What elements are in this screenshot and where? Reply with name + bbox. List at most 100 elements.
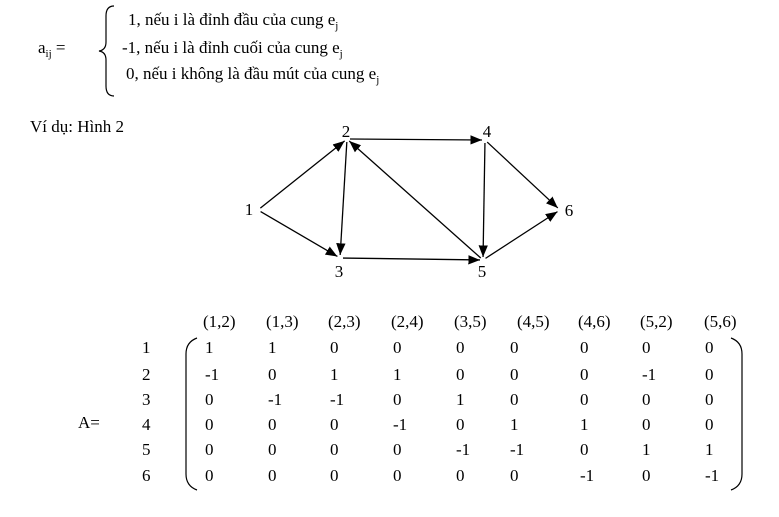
row-label: 5: [142, 440, 151, 459]
matrix-cell: 0: [393, 390, 402, 409]
matrix-cell: 1: [456, 390, 465, 409]
matrix-name: A=: [78, 413, 100, 432]
matrix-cell: 0: [705, 390, 714, 409]
matrix-left-bracket: [185, 337, 198, 491]
edge-1-2: [259, 140, 346, 209]
matrix-cell: 0: [268, 365, 277, 384]
matrix-cell: -1: [205, 365, 220, 384]
matrix-cell: 1: [268, 338, 277, 357]
matrix-cell: 1: [580, 415, 589, 434]
edge-5-2: [348, 140, 482, 259]
matrix-cell: 0: [393, 466, 402, 485]
matrix-cell: -1: [580, 466, 595, 485]
edge-5-6: [485, 211, 558, 259]
node-label-4: 4: [483, 122, 492, 141]
node-label-3: 3: [335, 262, 344, 281]
graph-edges: [259, 135, 559, 265]
matrix-cell: 0: [510, 390, 519, 409]
matrix-cell: 0: [268, 415, 277, 434]
matrix-cell: 0: [205, 440, 214, 459]
matrix-cell: 0: [580, 390, 589, 409]
edge-2-3: [336, 141, 348, 256]
graph-node-labels: 1 2 3 4 5 6: [245, 122, 574, 281]
edge-4-5: [478, 142, 488, 258]
matrix-cell: 0: [456, 365, 465, 384]
column-header: (4,5): [517, 312, 550, 331]
matrix-cell: 0: [642, 338, 651, 357]
matrix-cell: 0: [268, 466, 277, 485]
matrix-cell: 0: [205, 466, 214, 485]
case-2-text: -1, nếu i là đỉnh cuối của cung e: [122, 38, 340, 57]
matrix-cell: -1: [510, 440, 525, 459]
row-label: 4: [142, 415, 151, 434]
column-header: (3,5): [454, 312, 487, 331]
matrix-cell: 0: [205, 390, 214, 409]
matrix-right-bracket: [730, 337, 743, 491]
aij-equals: =: [51, 38, 66, 57]
matrix-cell: 1: [642, 440, 651, 459]
matrix-cell: 0: [330, 440, 339, 459]
matrix-cell: -1: [268, 390, 283, 409]
node-label-5: 5: [478, 262, 487, 281]
matrix-cell: 0: [510, 338, 519, 357]
case-3-sub: j: [376, 74, 380, 86]
matrix-cell: 0: [393, 338, 402, 357]
row-label: 1: [142, 338, 151, 357]
matrix-cell: 1: [205, 338, 214, 357]
column-header: (5,2): [640, 312, 673, 331]
definition-case-1: 1, nếu i là đỉnh đầu của cung ej: [128, 10, 338, 36]
aij-subscript: ij: [45, 48, 52, 60]
column-header: (5,6): [704, 312, 737, 331]
edge-4-6: [486, 141, 559, 209]
row-label: 2: [142, 365, 151, 384]
matrix-cell: 1: [510, 415, 519, 434]
matrix-cell: 0: [642, 390, 651, 409]
edge-2-4: [349, 135, 483, 145]
aij-symbol: aij =: [38, 38, 66, 64]
column-header: (1,2): [203, 312, 236, 331]
example-label: Ví dụ: Hình 2: [30, 117, 124, 136]
matrix-cell: 0: [705, 338, 714, 357]
matrix-cell: 0: [330, 415, 339, 434]
node-label-6: 6: [565, 201, 574, 220]
left-curly-brace: [98, 5, 115, 97]
column-header: (1,3): [266, 312, 299, 331]
matrix-cell: -1: [393, 415, 408, 434]
case-1-sub: j: [335, 20, 339, 32]
column-header: (2,3): [328, 312, 361, 331]
row-label: 3: [142, 390, 151, 409]
matrix-cell: 1: [393, 365, 402, 384]
matrix-cell: 0: [268, 440, 277, 459]
matrix-cell: 0: [580, 365, 589, 384]
case-3-text: 0, nếu i không là đầu mút của cung e: [126, 64, 377, 83]
matrix-cell: 0: [205, 415, 214, 434]
matrix-cell: 0: [642, 466, 651, 485]
column-header: (2,4): [391, 312, 424, 331]
matrix-cell: 0: [456, 466, 465, 485]
case-2-sub: j: [339, 48, 343, 60]
matrix-cell: 0: [330, 338, 339, 357]
matrix-cell: 0: [330, 466, 339, 485]
matrix-cell: 0: [580, 440, 589, 459]
edge-1-3: [260, 210, 338, 258]
node-label-1: 1: [245, 200, 254, 219]
matrix-cell: 0: [705, 365, 714, 384]
matrix-cell: -1: [642, 365, 657, 384]
row-label: 6: [142, 466, 151, 485]
matrix-cell: 0: [393, 440, 402, 459]
case-1-text: 1, nếu i là đỉnh đầu của cung e: [128, 10, 336, 29]
matrix-cell: -1: [705, 466, 720, 485]
matrix-cell: 1: [705, 440, 714, 459]
node-label-2: 2: [342, 122, 351, 141]
matrix-cell: 0: [642, 415, 651, 434]
matrix-cell: 0: [580, 338, 589, 357]
matrix-cell: 1: [330, 365, 339, 384]
definition-case-2: -1, nếu i là đỉnh cuối của cung ej: [122, 38, 343, 64]
aij-base: a: [38, 38, 46, 57]
matrix-cell: 0: [456, 415, 465, 434]
edge-3-5: [342, 255, 481, 265]
matrix-cell: 0: [705, 415, 714, 434]
column-header: (4,6): [578, 312, 611, 331]
matrix-cell: 0: [510, 466, 519, 485]
